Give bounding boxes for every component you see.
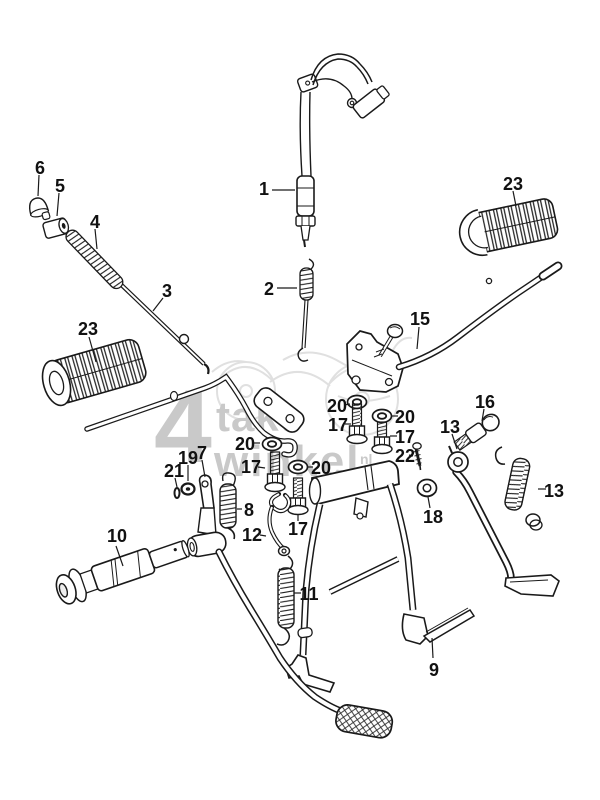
leader-line (431, 637, 434, 659)
part-label-9: 9 (429, 660, 439, 680)
part-5-joint-bushing (42, 217, 70, 239)
part-20-washer-c (371, 408, 393, 424)
leader-line (408, 454, 414, 457)
part-4-rod-spring (65, 229, 124, 290)
part-23-footrest-rubber-right (458, 198, 559, 257)
leader-line (427, 496, 431, 509)
part-2-switch-spring (297, 258, 315, 362)
leader-line (481, 408, 485, 422)
part-label-16: 16 (475, 392, 495, 412)
part-label-11: 11 (299, 584, 318, 604)
part-label-2: 2 (264, 279, 274, 299)
part-label-22: 22 (395, 446, 415, 466)
part-12-stopper-arm (267, 491, 292, 557)
part-22-screw (412, 442, 422, 471)
part-20-washer-a (261, 436, 283, 452)
part-7-pedal-arm (186, 474, 394, 739)
part-label-10: 10 (107, 526, 127, 546)
leader-line (94, 228, 98, 250)
part-10-pedal-shaft (55, 540, 190, 605)
part-label-18: 18 (423, 507, 443, 527)
part-15-brake-pedal-bar (395, 261, 563, 371)
leader-line (343, 403, 351, 406)
part-label-3: 3 (162, 281, 172, 301)
part-label-12: 12 (242, 525, 262, 545)
part-label-15: 15 (410, 309, 430, 329)
part-17-bolt-c (371, 421, 393, 455)
part-label-8: 8 (244, 500, 254, 520)
part-label-21: 21 (164, 461, 184, 481)
part-label-23a: 23 (78, 319, 98, 339)
leader-line (37, 174, 40, 197)
part-13-side-stand-spring (494, 446, 543, 531)
leader-line (56, 192, 60, 217)
part-19-washer (180, 482, 196, 496)
leader-line (174, 477, 178, 488)
leader-line (152, 297, 164, 312)
part-13-side-stand (447, 445, 560, 597)
leader-line (451, 433, 458, 450)
part-18-flange-nut (416, 478, 438, 498)
leader-line (416, 326, 420, 350)
part-label-texts: 1 2 3 4 5 6 7 8 9 10 11 12 13 13 15 16 1… (35, 158, 564, 680)
leader-line (259, 534, 267, 537)
part-17-bolt-a (264, 451, 286, 493)
part-label-17d: 17 (288, 519, 308, 539)
part-17-bolt-b (346, 403, 368, 445)
part-label-20d: 20 (311, 458, 331, 478)
part-labels (37, 174, 546, 659)
leader-line (88, 336, 97, 363)
part-label-7: 7 (197, 443, 207, 463)
part-label-17a: 17 (241, 457, 261, 477)
part-20-washer-d (287, 459, 309, 475)
part-16-pivot-bolt (453, 413, 500, 451)
footrest-mounting-plate (253, 387, 305, 433)
part-label-17c: 17 (395, 427, 415, 447)
part-label-23b: 23 (503, 174, 523, 194)
part-label-19: 19 (178, 448, 198, 468)
part-label-4: 4 (90, 212, 100, 232)
part-23-footrest-rubber-left (41, 338, 147, 407)
leader-line (512, 190, 517, 207)
part-11-stand-spring (276, 555, 295, 646)
part-21-washer-edge (173, 487, 181, 499)
leader-line (257, 466, 266, 469)
part-label-20b: 20 (327, 396, 347, 416)
leader-line (115, 545, 124, 567)
part-9-main-stand (285, 460, 476, 693)
part-1-stoplight-switch (295, 53, 390, 248)
part-label-6: 6 (35, 158, 45, 178)
part-label-20c: 20 (395, 407, 415, 427)
watermark-nl: nl (360, 451, 372, 467)
part-label-1: 1 (259, 179, 269, 199)
part-6-cap-nut (29, 197, 51, 221)
part-label-20a: 20 (235, 434, 255, 454)
part-label-17b: 17 (328, 415, 348, 435)
brake-pedal-bracket (346, 323, 404, 393)
part-8-pedal-spring (219, 472, 237, 540)
part-label-13b: 13 (544, 481, 564, 501)
leader-line (201, 459, 206, 478)
part-label-5: 5 (55, 176, 65, 196)
part-17-bolt-d (287, 477, 309, 516)
footrest-bar (84, 373, 298, 458)
part-label-13a: 13 (440, 417, 460, 437)
